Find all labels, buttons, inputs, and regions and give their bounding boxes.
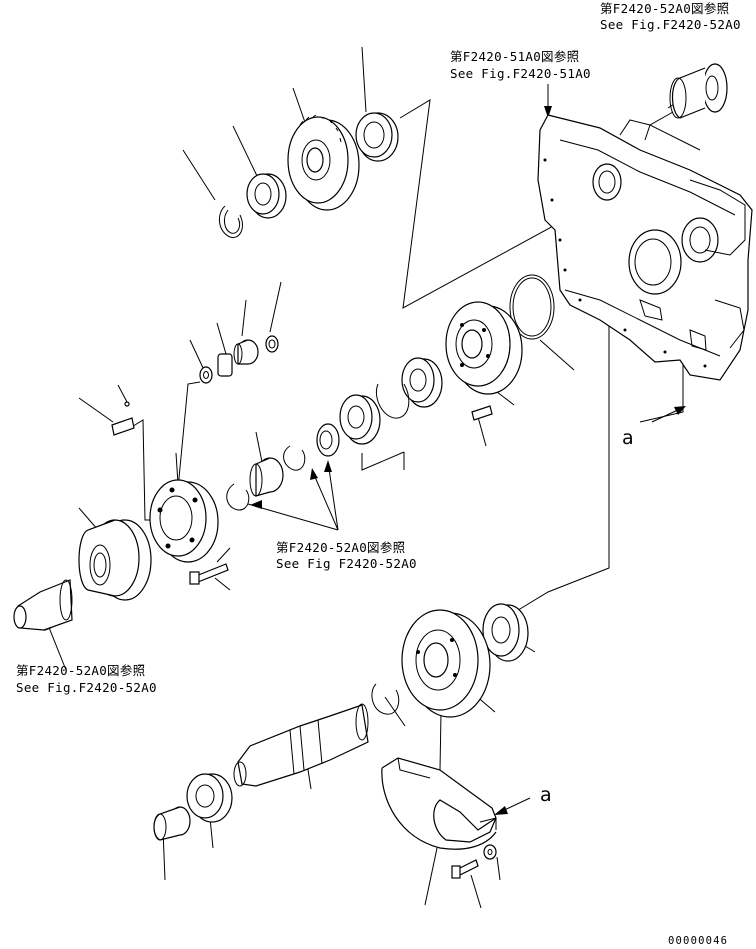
- reference-middle: 第F2420-52A0図参照 See Fig F2420-52A0: [276, 540, 417, 571]
- reference-en: See Fig.F2420-52A0: [600, 17, 741, 32]
- pin-left: [111, 401, 135, 436]
- reference-ja: 第F2420-52A0図参照: [276, 540, 405, 555]
- snap-ring-lower: [371, 683, 400, 715]
- transmission-housing: [537, 114, 753, 381]
- washer-small: [199, 366, 213, 384]
- nut-small: [265, 335, 279, 353]
- shaft-left: [13, 579, 73, 631]
- collar-small: [233, 339, 259, 365]
- bearing-lower-left: [186, 773, 233, 823]
- o-ring: [509, 274, 555, 340]
- collar-middle: [249, 457, 284, 497]
- washer-lower: [483, 844, 497, 860]
- bearing-top-large: [355, 112, 399, 162]
- reference-top-right: 第F2420-52A0図参照 See Fig.F2420-52A0: [600, 1, 741, 32]
- sleeve-lower: [153, 806, 191, 841]
- bearing-middle: [339, 394, 381, 445]
- leader-lines: [47, 46, 701, 909]
- needle-roller: [217, 353, 233, 377]
- gear-middle-right: [445, 301, 523, 395]
- dowel-pin: [471, 405, 493, 421]
- reference-ja: 第F2420-52A0図参照: [16, 663, 145, 678]
- reference-en: See Fig.F2420-52A0: [16, 680, 157, 695]
- carrier: [149, 479, 219, 563]
- shaft-top-right: [669, 63, 728, 119]
- snap-ring-left-middle: [226, 483, 250, 511]
- output-shaft: [233, 703, 369, 787]
- drawing-code: 00000046: [668, 935, 728, 947]
- gear-top: [287, 114, 360, 211]
- reference-left: 第F2420-52A0図参照 See Fig.F2420-52A0: [16, 663, 157, 695]
- guard-cover: [381, 757, 497, 850]
- reference-ja: 第F2420-51A0図参照: [450, 49, 579, 64]
- snap-ring-middle: [376, 383, 410, 419]
- needle-bearing: [316, 423, 340, 457]
- reference-en: See Fig F2420-52A0: [276, 556, 417, 571]
- reference-ja: 第F2420-52A0図参照: [600, 1, 729, 16]
- bearing-middle-right: [401, 357, 443, 408]
- bolt-lower: [451, 859, 479, 879]
- snap-ring-small-middle: [283, 445, 306, 471]
- snap-ring-top: [218, 205, 243, 238]
- gear-left: [78, 519, 152, 601]
- bearing-top-small: [246, 173, 287, 219]
- view-label-a-upper: a: [622, 427, 634, 449]
- gear-lower: [401, 609, 491, 718]
- bearing-lower-right: [482, 603, 529, 662]
- view-label-a-lower: a: [540, 784, 552, 806]
- bolt-left: [189, 563, 229, 585]
- reference-en: See Fig.F2420-51A0: [450, 66, 591, 81]
- reference-housing: 第F2420-51A0図参照 See Fig.F2420-51A0: [450, 49, 591, 81]
